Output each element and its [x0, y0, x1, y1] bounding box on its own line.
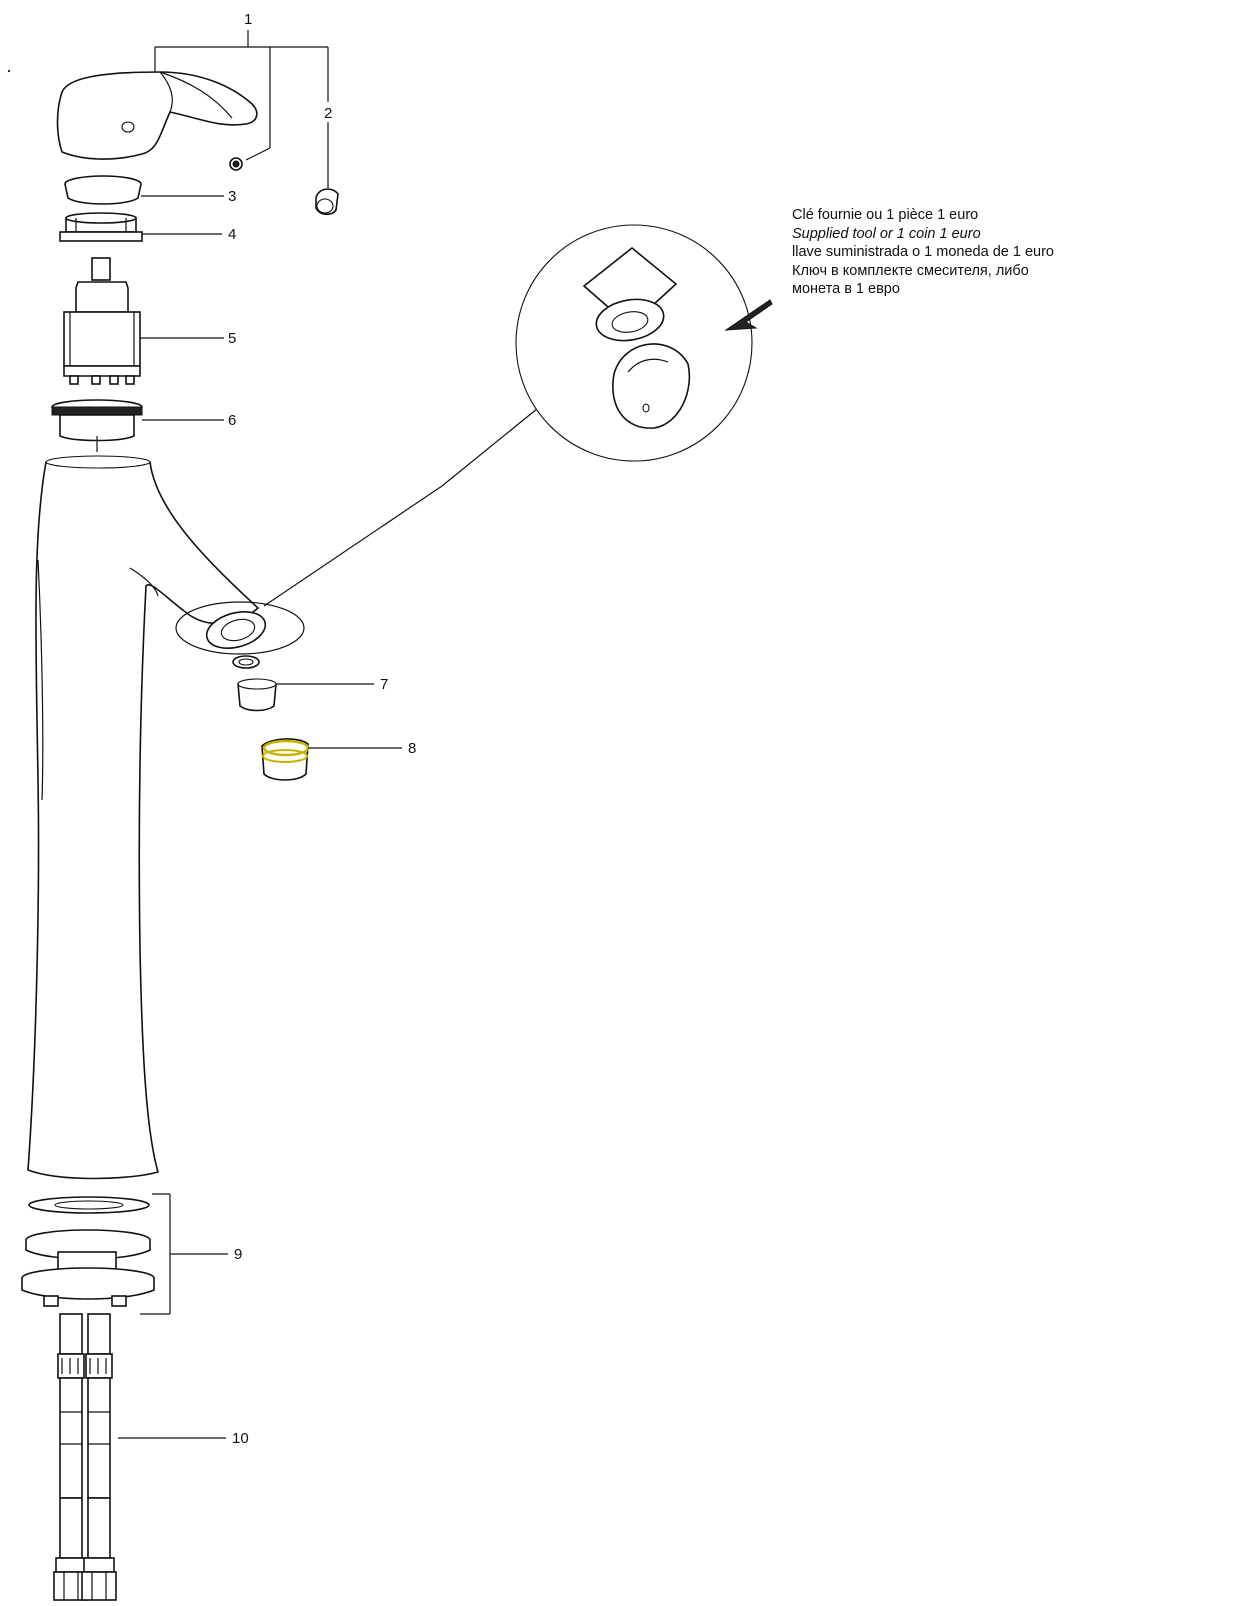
part-3-dome-cap — [64, 175, 224, 205]
part-8-aerator-body — [261, 738, 402, 781]
part-6-adapter — [51, 399, 224, 452]
note-line-ru-2: монета в 1 евро — [792, 281, 900, 297]
part-1-set-screw — [229, 157, 243, 171]
note-line-ru-1: Ключ в комплекте смесителя, либо — [792, 262, 1029, 279]
stray-dot — [8, 70, 10, 72]
zoom-leader-line-2 — [441, 399, 549, 487]
part-label-2: 2 — [324, 105, 332, 122]
part-label-9: 9 — [234, 1246, 242, 1263]
spout-outlet-detail — [175, 601, 305, 655]
part-label-4: 4 — [228, 226, 236, 243]
tool-note: Clé fournie ou 1 pièce 1 euro Supplied t… — [792, 206, 1248, 299]
zoom-leader-line — [263, 485, 443, 607]
part-label-10: 10 — [232, 1430, 249, 1447]
part-label-7: 7 — [380, 676, 388, 693]
note-line-es: llave suministrada o 1 moneda de 1 euro — [792, 244, 1054, 260]
part-label-8: 8 — [408, 740, 416, 757]
part-1-lever-handle — [56, 71, 258, 160]
part-label-1: 1 — [244, 11, 252, 28]
part-label-5: 5 — [228, 330, 236, 347]
zoom-circle — [515, 224, 773, 462]
part-7-aerator — [232, 655, 374, 712]
part-5-cartridge — [63, 257, 224, 385]
part-10-flex-hoses — [53, 1313, 226, 1601]
part-4-nut — [59, 212, 222, 242]
note-line-en: Supplied tool or 1 coin 1 euro — [792, 225, 981, 242]
note-line-fr: Clé fournie ou 1 pièce 1 euro — [792, 207, 979, 223]
part-label-3: 3 — [228, 188, 236, 205]
part-2-cap — [315, 122, 339, 216]
part-label-6: 6 — [228, 412, 236, 429]
part-1-leader-bracket — [154, 30, 329, 161]
part-9-mounting-set — [21, 1193, 228, 1315]
faucet-body — [27, 455, 260, 1180]
